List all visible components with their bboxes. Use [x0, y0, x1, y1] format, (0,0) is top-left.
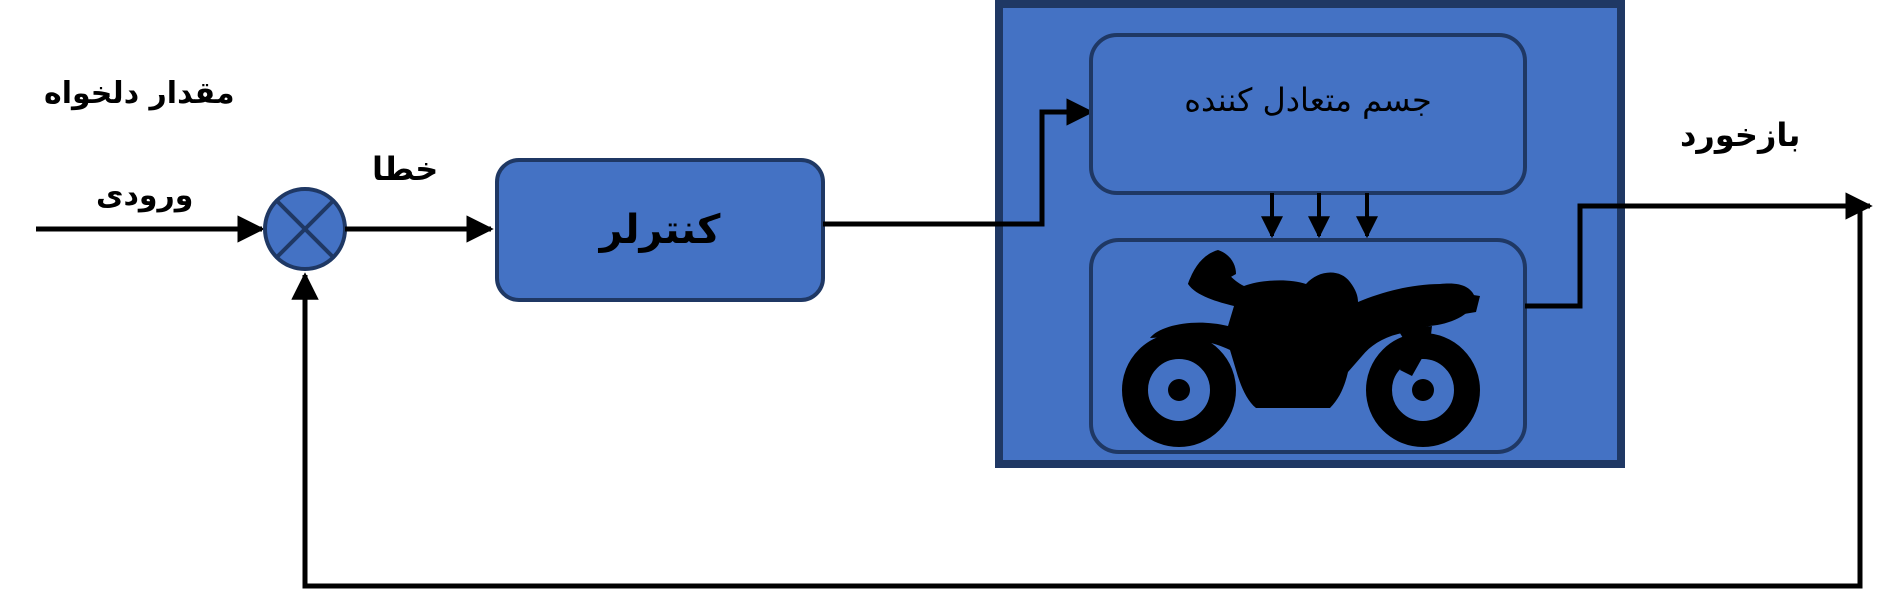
output-arrow: [1525, 192, 1873, 309]
controller-output-arrow: [823, 98, 1094, 227]
feedback-arrow: [291, 206, 1863, 589]
coupling-arrows: [1261, 193, 1378, 239]
balancer-block: [1089, 33, 1527, 195]
feedback-label: بازخورد: [1680, 116, 1801, 154]
balancer-label: جسم متعادل کننده: [1184, 81, 1432, 119]
motorcycle-icon: [1122, 250, 1480, 447]
error-label: خطا: [372, 150, 439, 188]
input-label: ورودی: [96, 178, 194, 213]
controller-label: کنترلر: [599, 207, 721, 253]
summing-junction-icon: [263, 187, 347, 271]
desired-value-label: مقدار دلخواه: [44, 76, 235, 111]
controller-block: [495, 158, 825, 302]
